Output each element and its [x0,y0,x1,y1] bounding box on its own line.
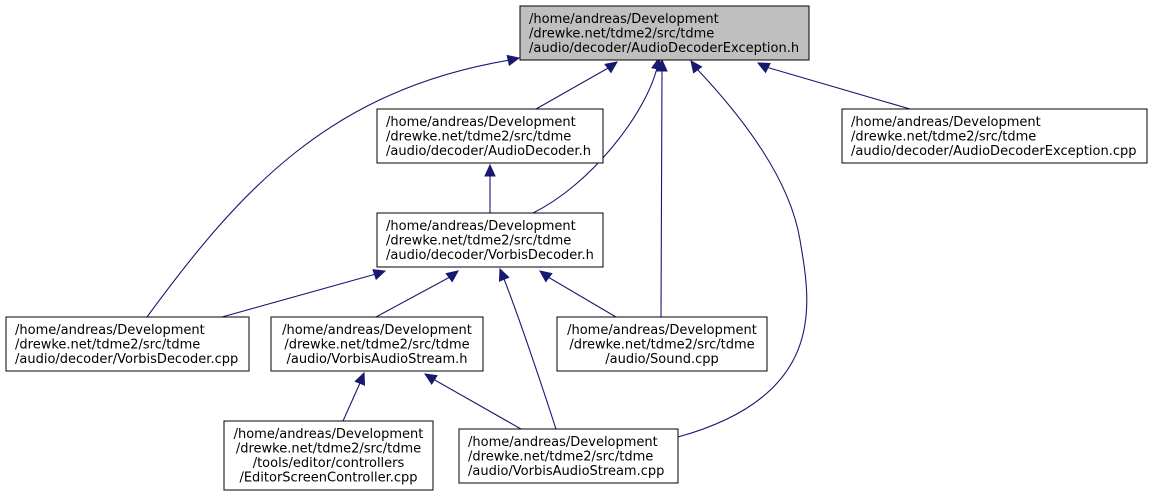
node-label-line: /audio/Sound.cpp [605,352,719,367]
node-label-line: /drewke.net/tdme2/src/tdme [386,233,571,248]
edge-line [146,59,511,318]
graph-node[interactable]: /home/andreas/Development/drewke.net/tdm… [376,212,604,268]
edge-line [532,67,658,214]
node-label-line: /drewke.net/tdme2/src/tdme [529,26,714,41]
node-label-line: /audio/decoder/VorbisDecoder.h [386,248,594,263]
node-label-line: /home/andreas/Development [851,115,1041,130]
edge-arrowhead [484,163,496,177]
edge-line [547,276,617,318]
graph-node[interactable]: /home/andreas/Development/drewke.net/tdm… [376,108,604,164]
node-label-line: /home/andreas/Development [529,12,719,27]
node-label-line: /audio/decoder/AudioDecoder.h [386,144,591,159]
edge-line [221,273,377,318]
edge-arrowhead [539,270,553,283]
node-box [458,428,679,484]
node-label-line: /audio/decoder/VorbisDecoder.cpp [15,352,238,367]
edge-arrowhead [690,60,703,74]
node-box [223,420,434,491]
edge-arrowhead [506,54,521,67]
edge-n8-to-n0 [677,60,808,438]
edge-n8-to-n3 [498,267,557,430]
edge-n7-to-n5 [342,371,366,422]
graph-node[interactable]: /home/andreas/Development/drewke.net/tdm… [556,316,768,372]
edge-line [660,69,663,318]
edges-layer [146,54,911,438]
node-box [841,108,1148,164]
node-label-line: /tools/editor/controllers [253,456,405,471]
graph-node[interactable]: /home/andreas/Development/drewke.net/tdm… [841,108,1148,164]
node-box [376,212,604,268]
edge-line [535,66,611,110]
edge-line [677,68,808,438]
node-label-line: /home/andreas/Development [234,427,424,442]
edge-arrowhead [498,267,510,282]
edge-n1-to-n0 [535,61,618,110]
edge-n6-to-n3 [539,270,617,318]
graph-node[interactable]: /home/andreas/Development/drewke.net/tdm… [270,316,484,372]
graph-node[interactable]: /home/andreas/Development/drewke.net/tdm… [5,316,250,372]
edge-n4-to-n0 [146,54,521,318]
edge-arrowhead [372,269,387,281]
edge-line [765,66,911,110]
node-box [376,108,604,164]
node-label-line: /drewke.net/tdme2/src/tdme [15,337,200,352]
nodes-layer: /home/andreas/Development/drewke.net/tdm… [5,5,1148,491]
node-label-line: /home/andreas/Development [386,115,576,130]
edge-arrowhead [423,373,438,385]
node-label-line: /drewke.net/tdme2/src/tdme [386,129,571,144]
node-label-line: /EditorScreenController.cpp [239,471,417,486]
node-label-line: /drewke.net/tdme2/src/tdme [851,129,1036,144]
node-label-line: /home/andreas/Development [386,219,576,234]
edge-n5-to-n3 [375,270,459,318]
edge-n3-to-n1 [484,163,496,213]
edge-arrowhead [756,62,771,74]
node-label-line: /home/andreas/Development [282,323,472,338]
edge-arrowhead [445,270,459,283]
node-label-line: /drewke.net/tdme2/src/tdme [468,449,653,464]
edge-line [432,378,522,430]
node-box [270,316,484,372]
node-label-line: /home/andreas/Development [15,323,205,338]
edge-line [342,382,361,422]
node-label-line: /home/andreas/Development [468,435,658,450]
edge-arrowhead [604,61,618,74]
node-label-line: /drewke.net/tdme2/src/tdme [284,337,469,352]
node-label-line: /drewke.net/tdme2/src/tdme [236,442,421,457]
edge-n6-to-n0 [656,58,668,318]
edge-line [375,276,451,318]
graph-node[interactable]: /home/andreas/Development/drewke.net/tdm… [458,428,679,484]
node-box [556,316,768,372]
node-box [519,5,810,61]
node-label-line: /home/andreas/Development [567,323,757,338]
graph-node[interactable]: /home/andreas/Development/drewke.net/tdm… [223,420,434,491]
node-label-line: /audio/decoder/AudioDecoderException.h [529,41,799,56]
node-label-line: /drewke.net/tdme2/src/tdme [569,337,754,352]
edge-arrowhead [354,371,366,386]
node-label-line: /audio/VorbisAudioStream.h [287,352,468,367]
node-label-line: /audio/VorbisAudioStream.cpp [468,464,664,479]
edge-n8-to-n5 [423,373,522,430]
node-box [5,316,250,372]
edge-n4-to-n3 [221,269,387,318]
edge-line [503,278,557,430]
node-label-line: /audio/decoder/AudioDecoderException.cpp [851,144,1137,159]
edge-arrowhead [656,58,668,72]
edge-n2-to-n0 [756,62,911,110]
graph-node-focus: /home/andreas/Development/drewke.net/tdm… [519,5,810,61]
